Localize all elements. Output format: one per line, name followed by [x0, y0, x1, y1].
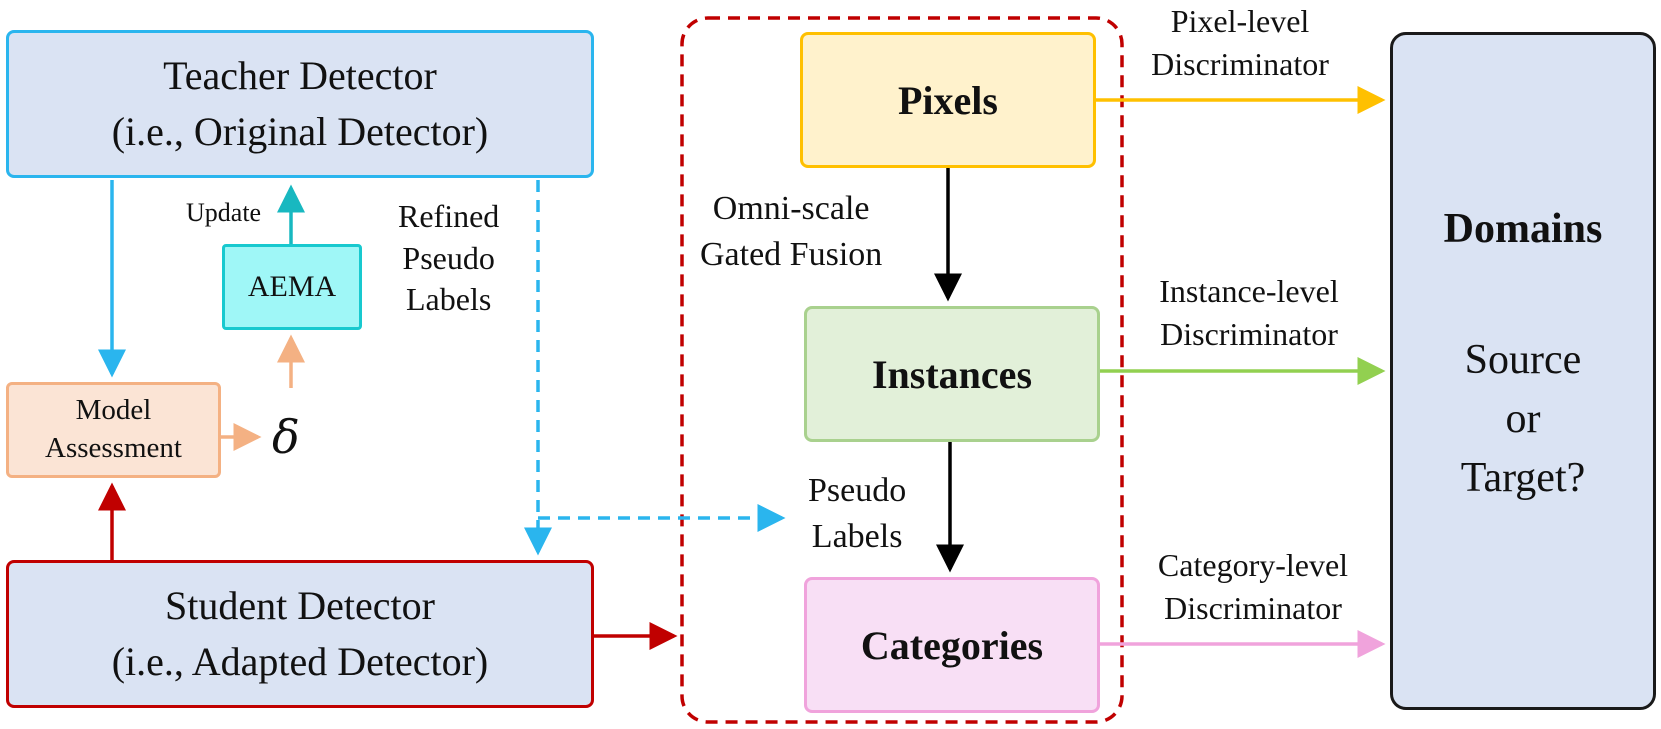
- fusion-line2: Gated Fusion: [700, 235, 883, 273]
- disc-instance-line2: Discriminator: [1160, 316, 1338, 353]
- domains-q2: or: [1505, 395, 1541, 442]
- refined-line3: Labels: [406, 281, 492, 318]
- disc-category-line1: Category-level: [1157, 547, 1349, 583]
- domains-question: Source or Target?: [1461, 331, 1586, 507]
- disc-instance-line1: Instance-level: [1159, 273, 1339, 309]
- student-subtitle: (i.e., Adapted Detector): [111, 639, 489, 684]
- delta-symbol: δ: [272, 410, 300, 464]
- model-assessment-box: Model Assessment: [6, 382, 221, 478]
- teacher-detector-box: Teacher Detector (i.e., Original Detecto…: [6, 30, 594, 178]
- teacher-title: Teacher Detector: [163, 53, 437, 98]
- pseudo-labels-label: Pseudo Labels: [808, 468, 906, 560]
- fusion-line1: Omni-scale: [712, 190, 870, 227]
- omni-scale-fusion-label: Omni-scale Gated Fusion: [700, 186, 882, 278]
- refined-pseudo-labels-label: Refined Pseudo Labels: [398, 196, 499, 321]
- aema-label: AEMA: [247, 270, 337, 303]
- pseudo-line2: Labels: [811, 517, 903, 555]
- categories-box: Categories: [804, 577, 1100, 713]
- student-title: Student Detector: [165, 583, 435, 628]
- disc-category-line2: Discriminator: [1164, 590, 1342, 627]
- instances-label: Instances: [871, 351, 1033, 397]
- instance-discriminator-label: Instance-level Discriminator: [1134, 270, 1364, 356]
- disc-pixel-line2: Discriminator: [1151, 46, 1329, 83]
- domains-q3: Target?: [1460, 454, 1586, 501]
- category-discriminator-label: Category-level Discriminator: [1128, 544, 1378, 630]
- assessment-line1: Model: [75, 394, 152, 427]
- refined-line1: Refined: [398, 198, 500, 234]
- aema-box: AEMA: [222, 244, 362, 330]
- update-label: Update: [186, 198, 262, 227]
- teacher-subtitle: (i.e., Original Detector): [111, 109, 489, 154]
- domains-q1: Source: [1464, 337, 1582, 383]
- categories-label: Categories: [860, 622, 1044, 668]
- disc-pixel-line1: Pixel-level: [1170, 3, 1310, 39]
- pixel-discriminator-label: Pixel-level Discriminator: [1140, 0, 1340, 86]
- assessment-line2: Assessment: [45, 432, 182, 464]
- instances-box: Instances: [804, 306, 1100, 442]
- pseudo-line1: Pseudo: [808, 472, 907, 509]
- domains-box: Domains Source or Target?: [1390, 32, 1656, 710]
- refined-line2: Pseudo: [402, 239, 495, 276]
- pixels-label: Pixels: [898, 77, 998, 123]
- pixels-box: Pixels: [800, 32, 1096, 168]
- student-detector-box: Student Detector (i.e., Adapted Detector…: [6, 560, 594, 708]
- domains-title: Domains: [1443, 206, 1603, 252]
